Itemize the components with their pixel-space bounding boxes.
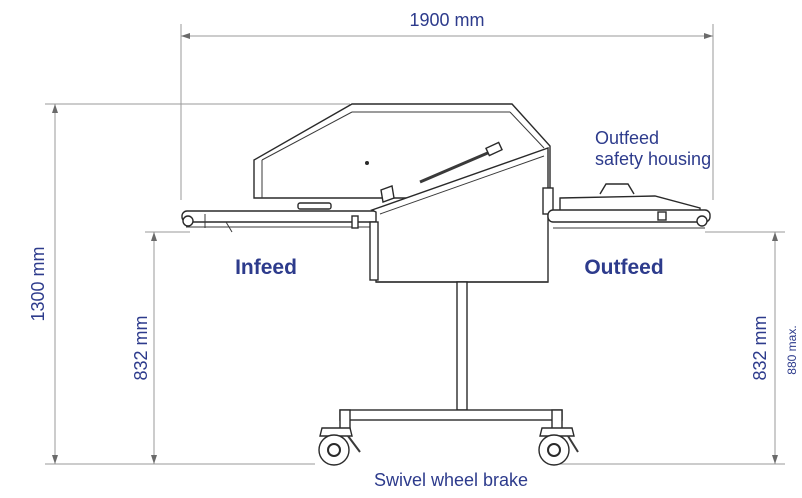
lever (380, 141, 503, 203)
width-label: 1900 mm (409, 10, 484, 30)
infeed-conveyor (181, 202, 381, 233)
outfeed-housing-label-line2: safety housing (595, 149, 711, 169)
machine (181, 103, 711, 466)
outfeed-arrow-bottom (772, 455, 778, 464)
height-total-arrow-bottom (52, 455, 58, 464)
dimension-lines (45, 24, 785, 465)
height-total-label: 1300 mm (28, 246, 48, 321)
infeed-height-label: 832 mm (131, 315, 151, 380)
labels: 1900 mm 1300 mm 832 mm 832 mm 880 max. I… (28, 10, 799, 490)
brake-label: Swivel wheel brake (374, 470, 528, 490)
outfeed-conveyor (547, 183, 711, 229)
height-total-arrow-top (52, 104, 58, 113)
infeed-arrow-bottom (151, 455, 157, 464)
right-swivel-wheel (538, 427, 579, 466)
infeed-label: Infeed (235, 256, 297, 279)
outfeed-housing-label-line1: Outfeed (595, 128, 659, 148)
column (456, 281, 468, 411)
width-arrow-right (704, 33, 713, 39)
base-frame (339, 409, 563, 433)
outfeed-arrow-top (772, 232, 778, 241)
width-arrow-left (181, 33, 190, 39)
main-cabinet (369, 147, 554, 283)
max-height-label: 880 max. (785, 325, 799, 374)
left-swivel-wheel (318, 427, 361, 466)
outfeed-label: Outfeed (584, 256, 663, 279)
infeed-arrow-top (151, 232, 157, 241)
outfeed-height-label: 832 mm (750, 315, 770, 380)
